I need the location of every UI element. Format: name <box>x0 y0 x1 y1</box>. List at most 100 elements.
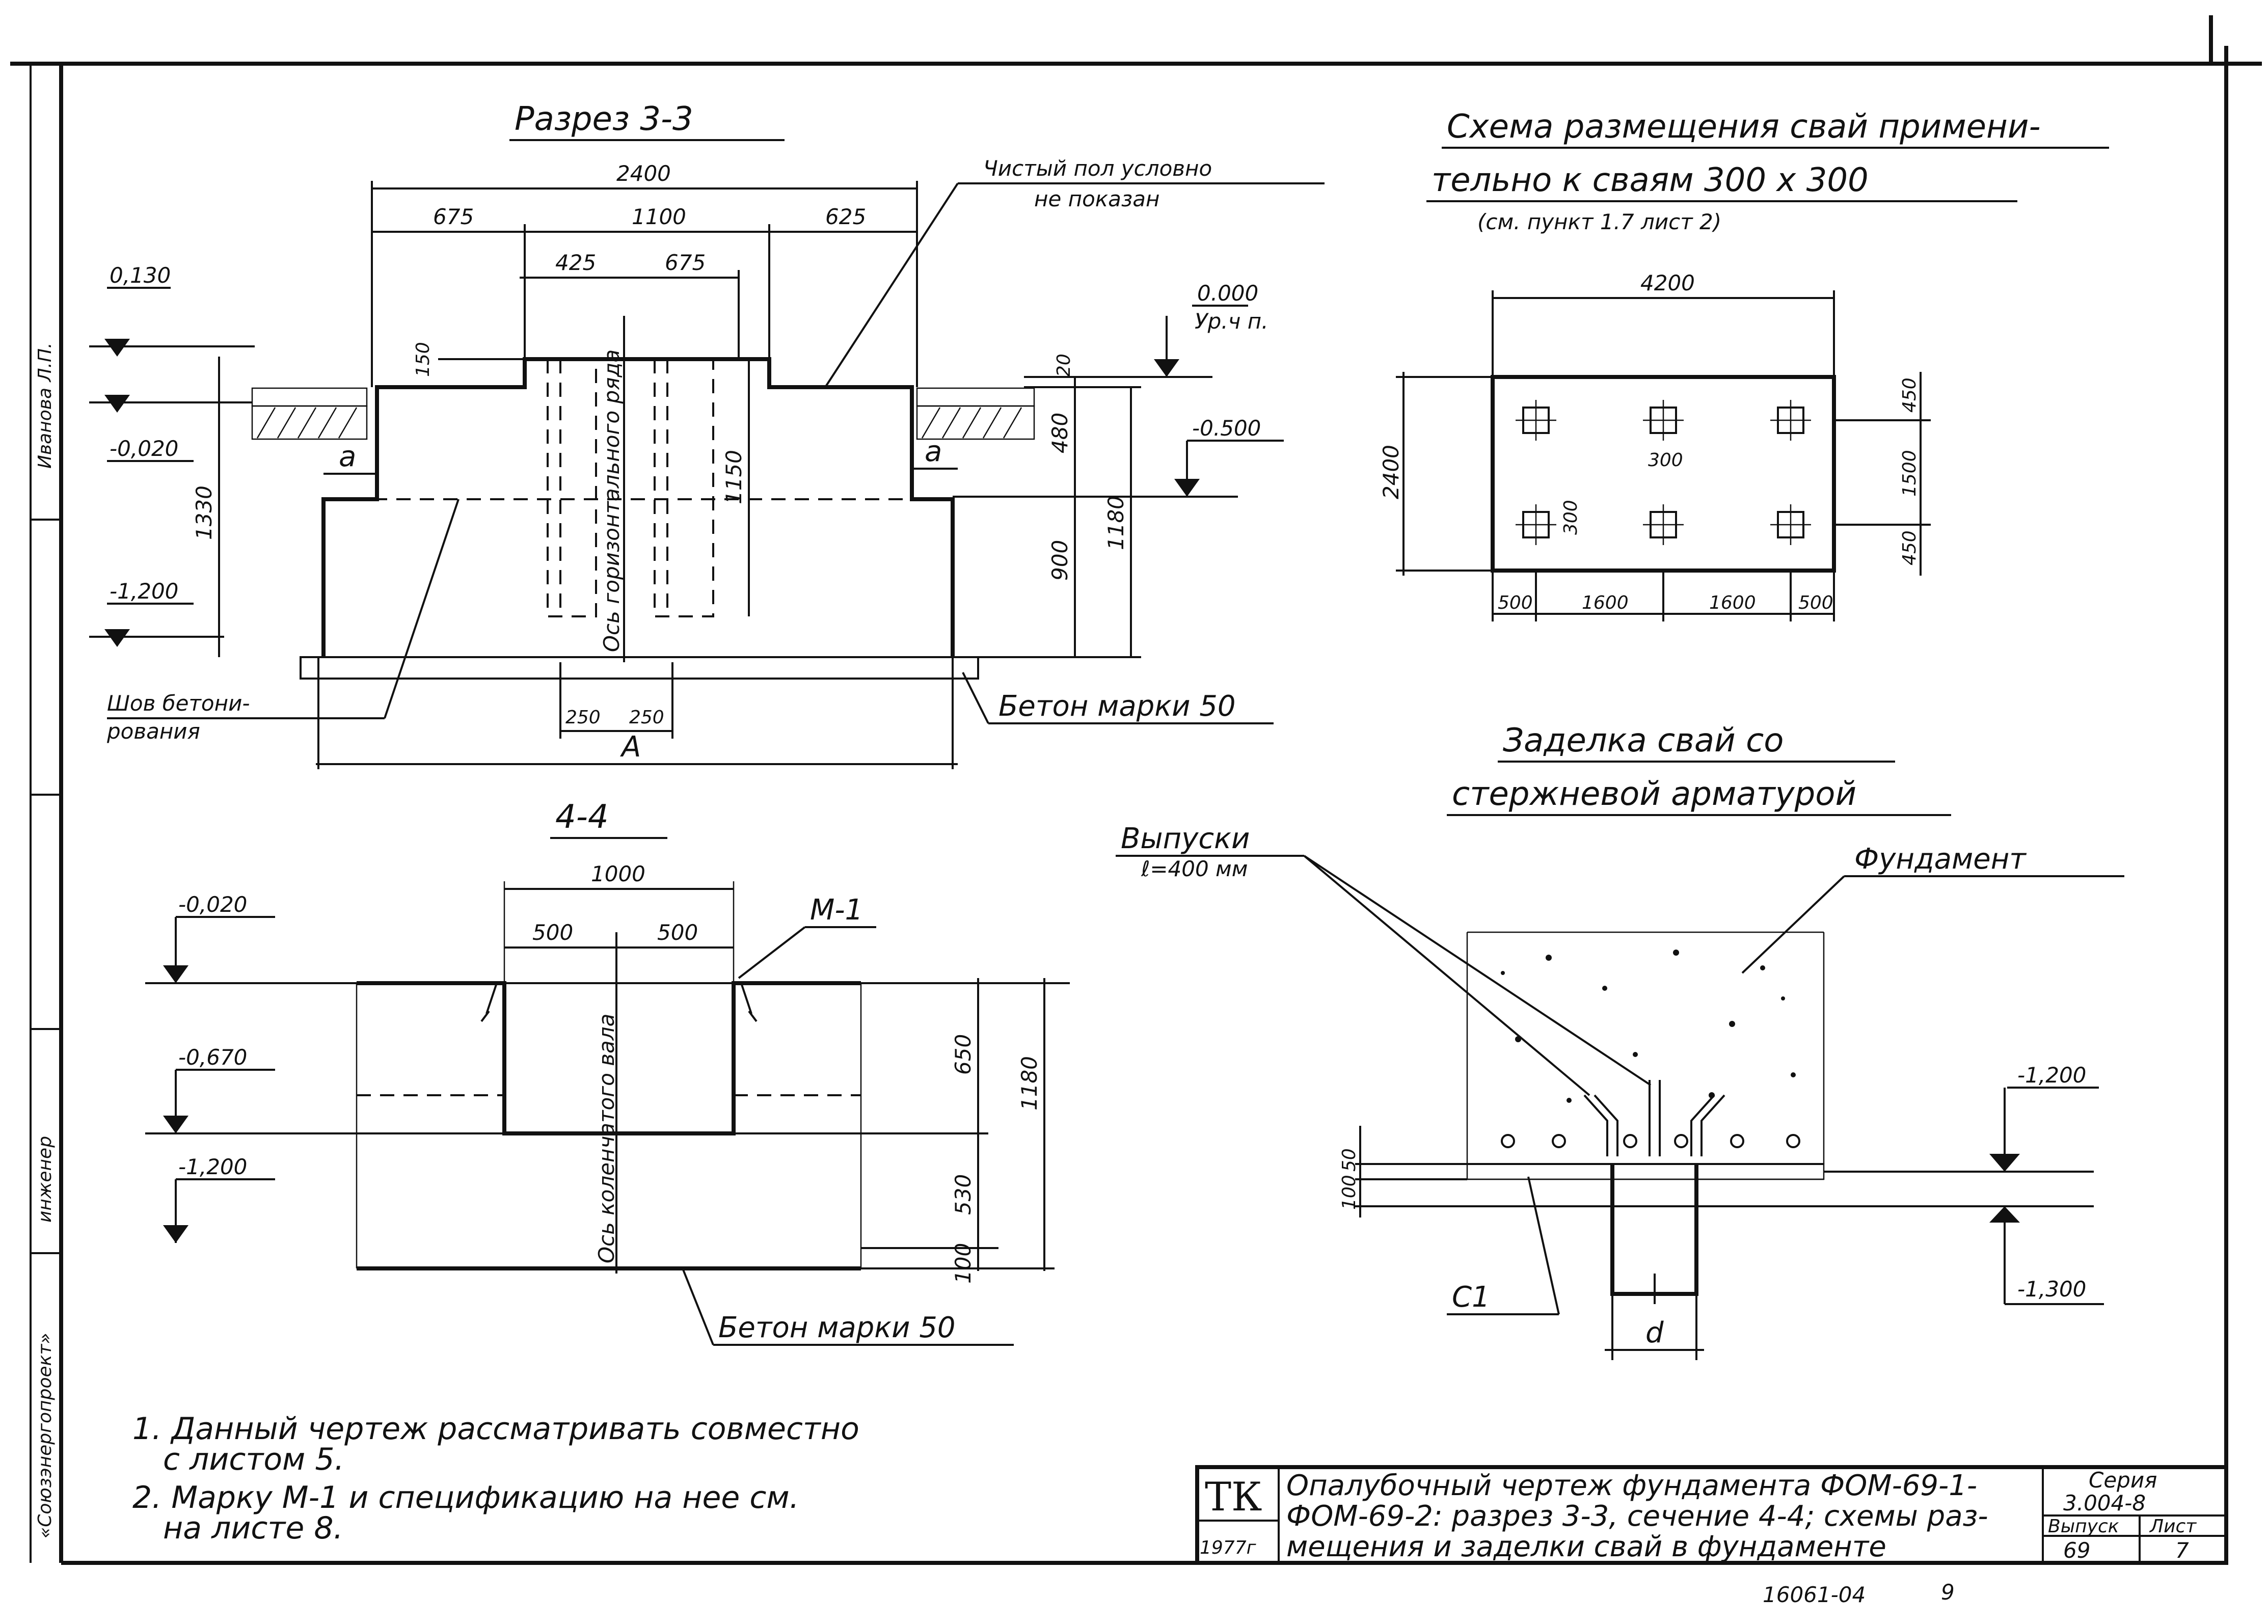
dim-500-b-scheme: 500 <box>1798 592 1833 613</box>
dim-625: 625 <box>825 204 866 229</box>
pile-embedment: Заделка свай со стержневой арматурой <box>1116 722 2124 1360</box>
svg-text:-0,670: -0,670 <box>178 1045 247 1070</box>
outlets-label-1: Выпуски <box>1121 822 1250 855</box>
footer-page: 9 <box>1941 1580 1955 1605</box>
svg-text:-1,200: -1,200 <box>178 1154 247 1179</box>
section-3-3: Разрез 3-3 Ось горизонтального ряда 2400… <box>89 100 1325 769</box>
tb-seria-value: 3.004-8 <box>2063 1491 2146 1515</box>
margin-role: инженер <box>35 1136 56 1223</box>
level-mark-4-4-3: -1,200 <box>163 1154 275 1243</box>
outlets-label-2: ℓ=400 мм <box>1141 856 1248 881</box>
section-4-4: 4-4 Ось коленчатого вала 1000 500 500 65… <box>145 798 1070 1346</box>
dim-480: 480 <box>1047 413 1072 453</box>
dim-250-b: 250 <box>629 707 664 728</box>
dim-675-inner: 675 <box>665 250 706 275</box>
notes: 1. Данный чертеж рассматривать совместно… <box>132 1411 859 1546</box>
tb-list-value: 7 <box>2175 1538 2189 1563</box>
level-mark-embed-1: -1,200 <box>1989 1063 2099 1172</box>
dim-300-a: 300 <box>1648 450 1683 471</box>
dim-1150: 1150 <box>721 450 746 504</box>
pile-grid <box>1516 400 1811 545</box>
dim-500-a: 500 <box>532 920 573 945</box>
axis-horizontal-row: Ось горизонтального ряда <box>599 349 624 652</box>
note-2a: 2. Марку М-1 и спецификацию на нее см. <box>132 1480 799 1515</box>
svg-text:-1,300: -1,300 <box>2017 1277 2086 1302</box>
margin-name: Иванова Л.П. <box>35 342 56 469</box>
concrete-label-3-3: Бетон марки 50 <box>998 690 1236 723</box>
dim-900: 900 <box>1047 540 1072 581</box>
concrete-hatch <box>1501 950 1796 1103</box>
foundation-label: Фундамент <box>1854 843 2027 876</box>
dim-1000: 1000 <box>591 861 645 886</box>
dim-450-a: 450 <box>1899 377 1920 413</box>
dim-100: 100 <box>951 1243 976 1284</box>
embed-title-1: Заделка свай со <box>1503 722 1784 760</box>
floor-slab-left <box>251 387 368 407</box>
floor-slab-right <box>916 387 1035 407</box>
level-mark-m1200: -1,200 <box>89 579 224 647</box>
dim-500-a-scheme: 500 <box>1498 592 1533 613</box>
level-mark-0000: 0.000 Ур.ч п. <box>1024 281 1268 378</box>
title-block: ТК 1977г Опалубочный чертеж фундамента Ф… <box>1195 1465 2228 1565</box>
dim-1330: 1330 <box>192 485 217 540</box>
tb-seria-label: Серия <box>2089 1468 2157 1493</box>
tb-year: 1977г <box>1200 1537 1257 1558</box>
level-mark-0130: 0,130 <box>89 263 255 357</box>
dim-50: 50 <box>1339 1148 1360 1172</box>
dim-1180: 1180 <box>1103 496 1128 550</box>
section-4-4-title: 4-4 <box>555 798 609 836</box>
dim-650: 650 <box>951 1034 976 1075</box>
section-3-3-title: Разрез 3-3 <box>515 100 693 138</box>
tb-list-label: Лист <box>2149 1516 2197 1537</box>
tb-vypusk-value: 69 <box>2063 1538 2090 1563</box>
dim-150: 150 <box>413 342 434 377</box>
level-mark-4-4-2: -0,670 <box>163 1045 275 1133</box>
pile-scheme-title-2: тельно к сваям 300 х 300 <box>1432 161 1869 199</box>
floor-note-1: Чистый пол условно <box>983 156 1212 181</box>
dim-2400: 2400 <box>616 161 671 186</box>
margin-org: «Союзэнергопроект» <box>35 1333 56 1538</box>
svg-text:-0.500: -0.500 <box>1192 416 1261 441</box>
dim-450-b: 450 <box>1899 530 1920 565</box>
svg-text:-0,020: -0,020 <box>178 892 247 917</box>
note-1b: с листом 5. <box>163 1442 344 1477</box>
concrete-pad-3-3 <box>300 656 979 680</box>
label-c1: С1 <box>1452 1281 1490 1314</box>
pile-scheme-title-1: Схема размещения свай примени- <box>1447 108 2041 146</box>
label-a-left: a <box>339 440 356 473</box>
dim-100-embed: 100 <box>1339 1175 1360 1210</box>
dim-250-a: 250 <box>565 707 601 728</box>
dim-1180-4-4: 1180 <box>1017 1056 1042 1111</box>
floor-note-2: не показан <box>1034 186 1159 211</box>
embed-title-2: стержневой арматурой <box>1452 775 1856 813</box>
tb-desc-1: Опалубочный чертеж фундамента ФОМ-69-1- <box>1286 1469 1977 1502</box>
note-2b: на листе 8. <box>163 1510 343 1546</box>
note-1a: 1. Данный чертеж рассматривать совместно <box>132 1411 859 1447</box>
dim-500-b: 500 <box>657 920 698 945</box>
dim-20: 20 <box>1054 354 1074 377</box>
svg-text:0.000: 0.000 <box>1197 281 1258 306</box>
tb-desc-3: мещения и заделки свай в фундаменте <box>1286 1530 1886 1563</box>
pile-scheme-title-3: (см. пункт 1.7 лист 2) <box>1477 209 1721 234</box>
label-a-right: a <box>925 435 942 468</box>
dim-675-left: 675 <box>433 204 474 229</box>
dim-1600-b: 1600 <box>1709 592 1756 613</box>
svg-text:-1,200: -1,200 <box>110 579 178 604</box>
label-m1: М-1 <box>810 894 863 927</box>
joint-label-2: рования <box>106 719 200 744</box>
bar-circles <box>1501 1134 1800 1148</box>
level-mark-m0500: -0.500 <box>953 416 1284 498</box>
tb-vypusk-label: Выпуск <box>2048 1516 2119 1537</box>
label-d: d <box>1645 1316 1664 1349</box>
pile-scheme: Схема размещения свай примени- тельно к … <box>1379 108 2109 621</box>
concrete-label-4-4: Бетон марки 50 <box>718 1311 956 1344</box>
foundation-3-3-outline <box>321 357 955 657</box>
label-A: A <box>620 730 641 764</box>
dim-1600-a: 1600 <box>1582 592 1629 613</box>
svg-text:0,130: 0,130 <box>110 263 171 288</box>
joint-label-1: Шов бетони- <box>107 691 250 716</box>
level-mark-embed-2: -1,300 <box>1989 1206 2104 1305</box>
dim-425: 425 <box>555 250 596 275</box>
dim-300-b: 300 <box>1560 500 1581 535</box>
